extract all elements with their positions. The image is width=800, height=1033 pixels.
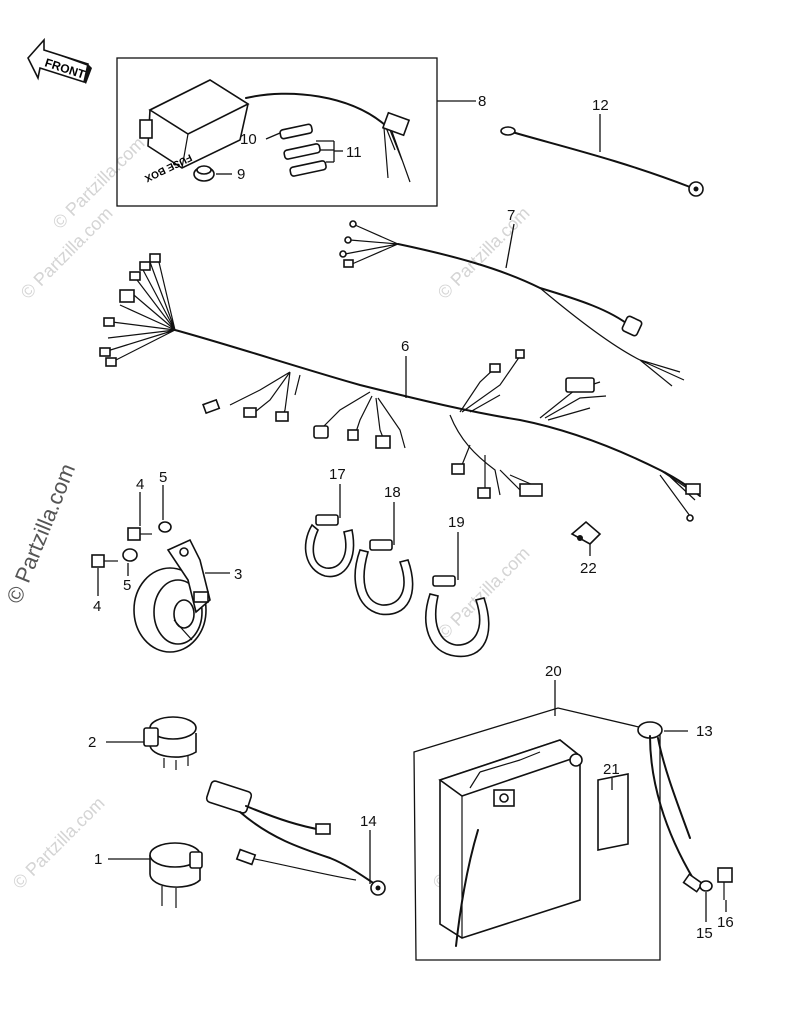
- band-19: [425, 532, 490, 658]
- callout-8: 8: [478, 93, 486, 110]
- callout-21: 21: [603, 761, 620, 778]
- callout-17: 17: [329, 466, 346, 483]
- callout-22: 22: [580, 560, 597, 577]
- relay-1: [108, 842, 203, 908]
- callout-18: 18: [384, 484, 401, 501]
- watermark-side: © Partzilla.com: [1, 460, 80, 607]
- battery-lead-13: [637, 721, 733, 922]
- callout-labels: 8 10 11 9 12 7 6 4 5 3 5 4 17 18 19 22 2…: [88, 93, 734, 942]
- callout-1: 1: [94, 851, 102, 868]
- callout-4-upper: 4: [136, 476, 144, 493]
- watermark-3: © Partzilla.com: [434, 203, 534, 303]
- relay-2: [106, 716, 197, 770]
- callout-13: 13: [696, 723, 713, 740]
- callout-5-upper: 5: [159, 469, 167, 486]
- callout-16: 16: [717, 914, 734, 931]
- battery-lead-14: [205, 780, 386, 896]
- front-arrow-icon: FRONT: [27, 37, 92, 84]
- band-18: [354, 502, 414, 616]
- main-harness-6: [99, 253, 701, 522]
- callout-9: 9: [237, 166, 245, 183]
- callout-7: 7: [507, 207, 515, 224]
- band-17: [304, 484, 355, 578]
- callout-5-lower: 5: [123, 577, 131, 594]
- callout-20: 20: [545, 663, 562, 680]
- ground-lead-12: [500, 114, 704, 197]
- callout-14: 14: [360, 813, 377, 830]
- clamp-22: [570, 520, 602, 556]
- callout-11: 11: [346, 144, 362, 161]
- battery-20: [413, 680, 661, 961]
- callout-6: 6: [401, 338, 409, 355]
- callout-3: 3: [234, 566, 242, 583]
- horn-assembly: [91, 485, 230, 653]
- callout-10: 10: [240, 131, 257, 148]
- callout-12: 12: [592, 97, 609, 114]
- callout-2: 2: [88, 734, 96, 751]
- callout-15: 15: [696, 925, 713, 942]
- sub-harness-7: [339, 220, 685, 387]
- fuse-box-assembly: FUSE BOX: [116, 57, 476, 207]
- callout-4-lower: 4: [93, 598, 101, 615]
- watermark-5: © Partzilla.com: [9, 793, 109, 893]
- callout-19: 19: [448, 514, 465, 531]
